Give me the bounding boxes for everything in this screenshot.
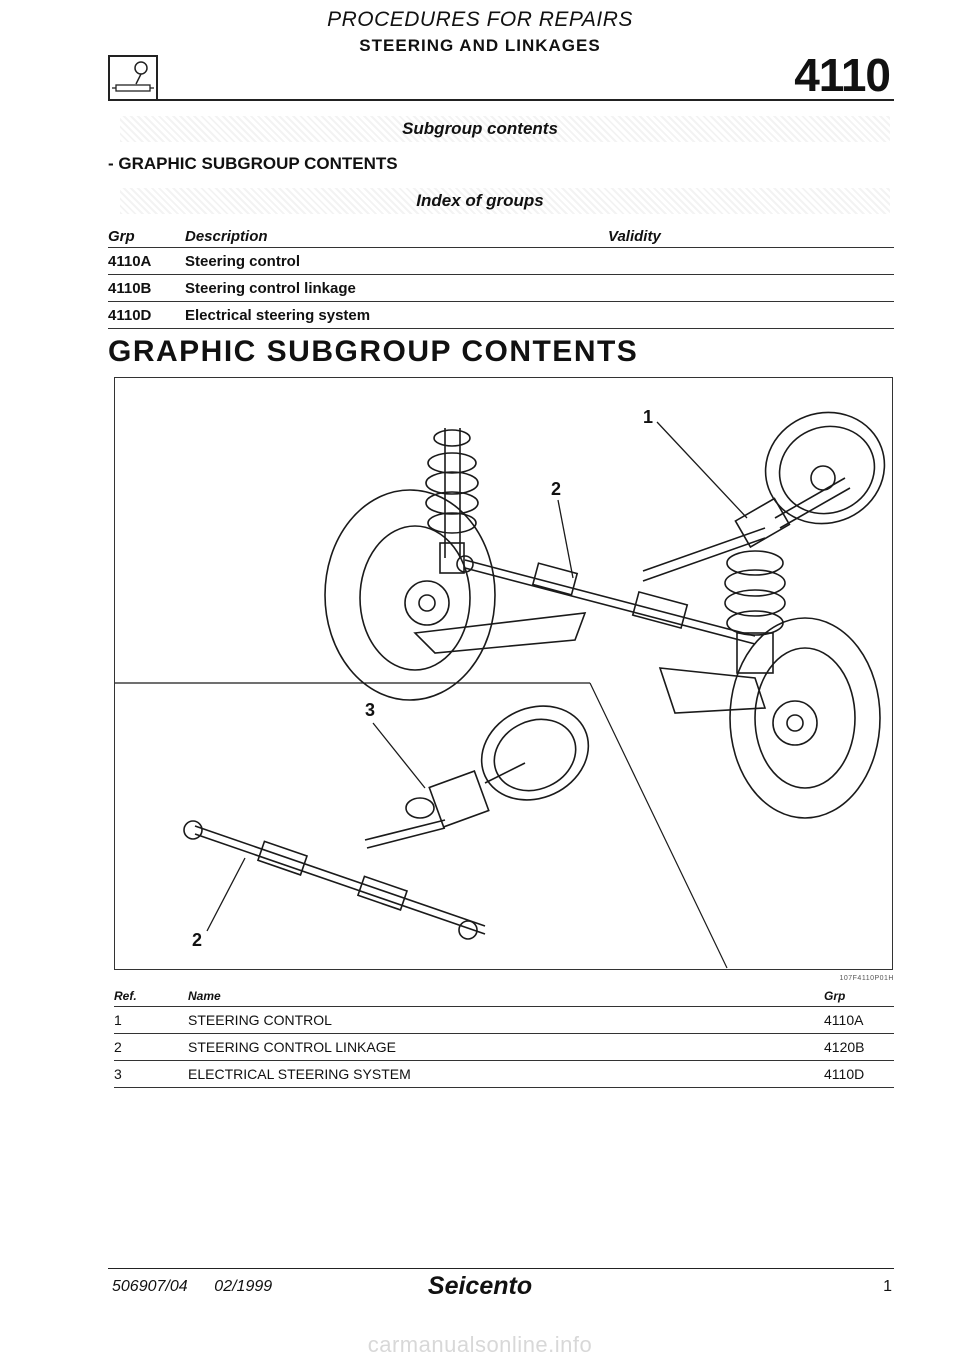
callout-2: 2 (551, 479, 561, 499)
subgroup-contents-heading: Subgroup contents (402, 119, 558, 138)
callout-3: 3 (365, 700, 375, 720)
reference-table: Ref. Name Grp 1 STEERING CONTROL 4110A 2… (114, 986, 894, 1088)
header-rule (108, 99, 894, 101)
table-row[interactable]: 1 STEERING CONTROL 4110A (114, 1006, 894, 1034)
name-cell: STEERING CONTROL (188, 1006, 824, 1034)
header-title: PROCEDURES FOR REPAIRS (327, 8, 633, 31)
heading-band (120, 188, 890, 214)
col-header-ref: Ref. (114, 986, 188, 1007)
group-number: 4110 (794, 49, 891, 101)
table-row[interactable]: 4110A Steering control (108, 247, 894, 275)
col-header-grp: Grp (824, 986, 894, 1007)
table-row[interactable]: 3 ELECTRICAL STEERING SYSTEM 4110D (114, 1060, 894, 1088)
steering-column-drawing (642, 477, 851, 582)
graphic-section-title: GRAPHIC SUBGROUP CONTENTS (108, 335, 639, 368)
grp-cell: 4110D (108, 301, 185, 329)
lower-arm-drawing (413, 612, 587, 654)
ref-cell: 2 (114, 1033, 188, 1061)
heading-band (120, 116, 890, 142)
footer-rule (108, 1268, 894, 1269)
name-cell: STEERING CONTROL LINKAGE (188, 1033, 824, 1061)
grp-cell: 4110A (108, 247, 185, 275)
validity-cell (608, 274, 894, 302)
validity-cell (608, 247, 894, 275)
groups-table: Grp Description Validity 4110A Steering … (108, 225, 894, 329)
steering-system-illustration: 1 2 3 2 (114, 377, 893, 970)
steering-linkage-icon (108, 55, 158, 101)
col-header-validity: Validity (608, 225, 894, 248)
page-number: 1 (883, 1278, 892, 1295)
ref-cell: 1 (114, 1006, 188, 1034)
description-cell: Steering control linkage (185, 274, 608, 302)
brand-logo: Seicento (427, 1272, 533, 1300)
grp-cell: 4120B (824, 1033, 894, 1061)
electric-steering-drawing (183, 705, 590, 940)
steering-wheel-drawing (764, 411, 886, 525)
watermark: carmanualsonline.info (367, 1332, 593, 1357)
col-header-description: Description (185, 225, 608, 248)
right-wheel-drawing (724, 550, 881, 819)
index-of-groups-heading: Index of groups (416, 191, 544, 210)
grp-cell: 4110A (824, 1006, 894, 1034)
col-header-name: Name (188, 986, 824, 1007)
header-subtitle: STEERING AND LINKAGES (359, 36, 601, 55)
callout-2-inset: 2 (192, 930, 202, 950)
graphic-contents-link[interactable]: - GRAPHIC SUBGROUP CONTENTS (108, 154, 398, 173)
description-cell: Steering control (185, 247, 608, 275)
groups-table-header: Grp Description Validity (108, 225, 894, 248)
table-row[interactable]: 4110B Steering control linkage (108, 274, 894, 302)
table-row[interactable]: 2 STEERING CONTROL LINKAGE 4120B (114, 1033, 894, 1061)
description-cell: Electrical steering system (185, 301, 608, 329)
ref-cell: 3 (114, 1060, 188, 1088)
validity-cell (608, 301, 894, 329)
name-cell: ELECTRICAL STEERING SYSTEM (188, 1060, 824, 1088)
grp-cell: 4110B (108, 274, 185, 302)
grp-cell: 4110D (824, 1060, 894, 1088)
col-header-grp: Grp (108, 225, 185, 248)
steering-rack-drawing (456, 555, 756, 645)
table-row[interactable]: 4110D Electrical steering system (108, 301, 894, 329)
left-strut-drawing (425, 428, 479, 574)
reference-table-header: Ref. Name Grp (114, 986, 894, 1007)
left-wheel-drawing (324, 489, 496, 701)
right-arm-drawing (658, 667, 767, 714)
callout-1: 1 (643, 407, 653, 427)
figure-code: 107F4110P01H (839, 975, 894, 982)
document-code: 506907/04 02/1999 (112, 1278, 273, 1295)
